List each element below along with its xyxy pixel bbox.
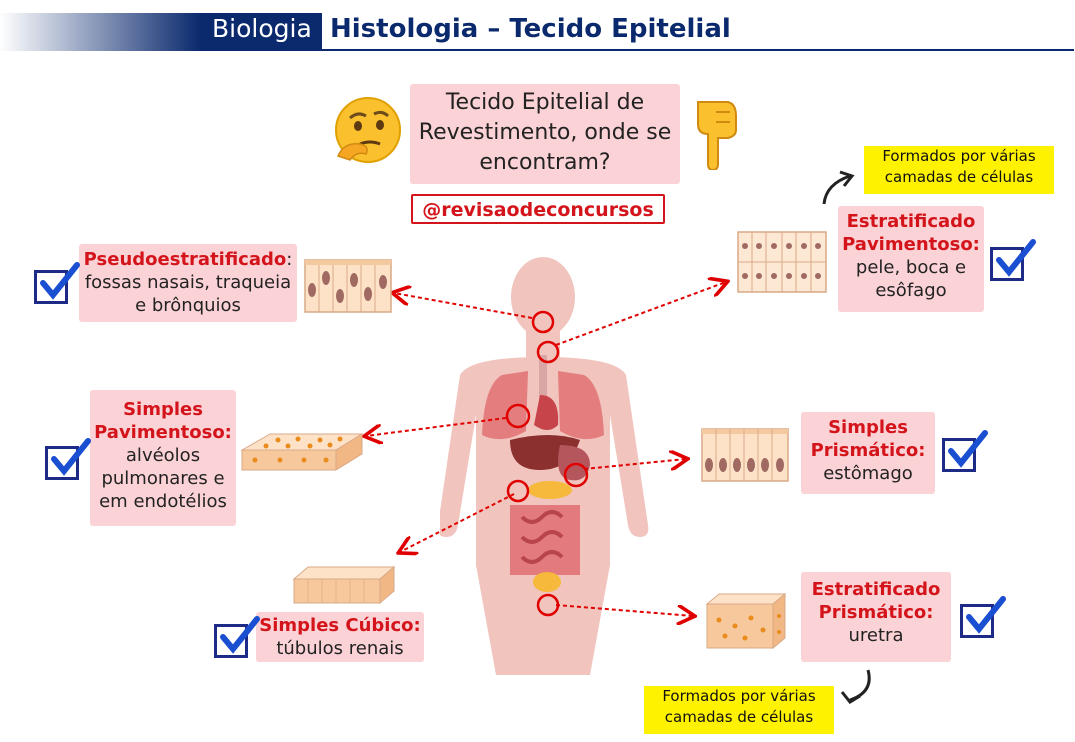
question-box: Tecido Epitelial de Revestimento, onde s…: [410, 84, 680, 184]
header-underline: [322, 49, 1074, 51]
subject-label: Biologia: [212, 14, 312, 43]
note-top: Formados por várias camadas de células: [864, 146, 1054, 194]
question-text: Tecido Epitelial de Revestimento, onde s…: [418, 90, 672, 175]
stratified-squamous-tissue-image: [737, 231, 827, 293]
simple-squamous-tissue-image: [240, 433, 364, 471]
tissue-box-simple-columnar: Simples Prismático: estômago: [801, 412, 935, 494]
note-bottom: Formados por várias camadas de células: [644, 686, 834, 734]
stratified-columnar-tissue-image: [705, 592, 787, 650]
checkbox-checked-icon: [942, 430, 988, 472]
checkbox-checked-icon: [214, 616, 260, 658]
human-body-illustration: [440, 257, 649, 675]
simple-cuboidal-tissue-image: [292, 565, 396, 605]
thinking-face-icon: [335, 97, 401, 163]
social-handle: @revisaodeconcursos: [411, 194, 665, 224]
tissue-box-simple-cuboidal: Simples Cúbico: túbulos renais: [256, 612, 424, 662]
page-title: Histologia – Tecido Epitelial: [330, 14, 731, 44]
simple-columnar-tissue-image: [701, 428, 789, 482]
curved-arrow-icon: [822, 170, 855, 205]
tissue-box-pseudostratified: Pseudoestratificado: fossas nasais, traq…: [79, 244, 297, 322]
checkbox-checked-icon: [990, 239, 1036, 281]
tissue-box-stratified-squamous: Estratificado Pavimentoso: pele, boca e …: [838, 206, 984, 312]
checkbox-checked-icon: [45, 438, 91, 480]
curved-arrow-icon: [840, 669, 871, 704]
pointing-down-icon: [697, 101, 737, 170]
checkbox-checked-icon: [960, 596, 1006, 638]
tissue-box-simple-squamous: Simples Pavimentoso: alvéolos pulmonares…: [90, 390, 236, 526]
header-band: [0, 13, 322, 51]
pseudostratified-tissue-image: [304, 259, 392, 313]
checkbox-checked-icon: [34, 262, 80, 304]
tissue-box-stratified-columnar: Estratificado Prismático: uretra: [801, 572, 951, 662]
